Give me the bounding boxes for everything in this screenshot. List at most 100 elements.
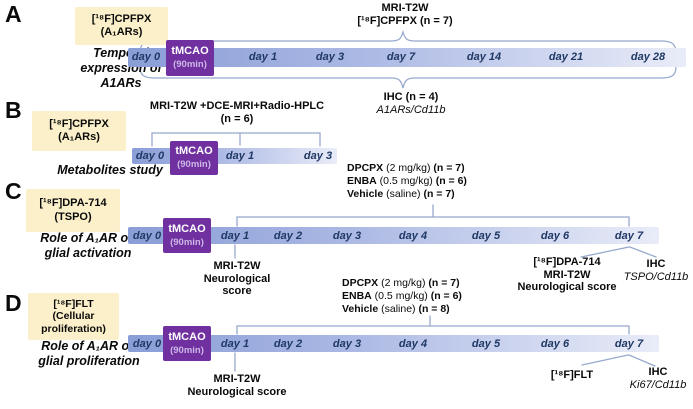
tmcao-d-label: tMCAO xyxy=(168,330,206,343)
day-label: day 2 xyxy=(273,338,303,350)
pet-note-c-line2: MRI-T2W xyxy=(543,268,591,281)
day-label: day 7 xyxy=(614,230,644,242)
day1-note-d-line2: Neurological score xyxy=(187,385,287,398)
day1-note-c-line2: Neurological xyxy=(203,272,271,285)
day-label: day 1 xyxy=(248,51,278,63)
day-label: day 6 xyxy=(540,230,570,242)
day1-note-d-line1: MRI-T2W xyxy=(213,373,261,385)
day-label: day 5 xyxy=(471,230,501,242)
day-label: day 3 xyxy=(303,150,333,162)
day-label: day 14 xyxy=(466,51,502,63)
timeline-bar-a xyxy=(128,48,686,67)
drug-line: ENBA (0.5 mg/kg) (n = 6) xyxy=(342,290,462,303)
day-label: day 0 xyxy=(132,338,162,350)
panel-letter-c: C xyxy=(5,178,22,204)
tracer-c-line1: [¹⁸F]DPA-714 xyxy=(39,197,107,209)
tmcao-c-label: tMCAO xyxy=(168,222,206,235)
caption-c-line2: glial activation xyxy=(44,246,132,260)
tmcao-b-label: tMCAO xyxy=(175,145,213,157)
imaging-label-b: MRI-T2W +DCE-MRI+Radio-HPLC (n = 6) xyxy=(150,100,324,125)
caption-d-line1: Role of A₁AR on xyxy=(41,339,137,353)
bracket-c xyxy=(236,204,630,227)
drug-name: DPCPX xyxy=(342,277,379,289)
drug-n: (n = 7) xyxy=(428,277,460,289)
imaging-label-a: MRI-T2W [¹⁸F]CPFPX (n = 7) xyxy=(357,2,452,27)
drug-dose: (saline) xyxy=(383,188,424,200)
panel-letter-a: A xyxy=(5,1,22,27)
drug-name: Vehicle xyxy=(342,303,379,315)
bracket-d xyxy=(236,315,630,335)
drug-dose: (2 mg/kg) xyxy=(378,277,429,289)
tracer-d-line1: [¹⁸F]FLT xyxy=(53,297,94,310)
panel-letter-d: D xyxy=(5,290,22,316)
ihc-a-line1: IHC (n = 4) xyxy=(383,91,439,103)
day-label: day 4 xyxy=(398,230,428,242)
timeline-bar-d xyxy=(128,335,659,352)
drug-n: (n = 6) xyxy=(430,290,462,302)
drug-n: (n = 6) xyxy=(435,175,467,187)
day-label: day 6 xyxy=(540,338,570,350)
drug-line: DPCPX (2 mg/kg) (n = 7) xyxy=(347,162,467,175)
drug-list-c: DPCPX (2 mg/kg) (n = 7) ENBA (0.5 mg/kg)… xyxy=(347,162,467,201)
day1-note-c-line1: MRI-T2W xyxy=(213,260,261,272)
tracer-b-line1: [¹⁸F]CPFPX xyxy=(49,117,109,130)
day1-note-c-line3: score xyxy=(222,285,252,297)
tracer-a-line1: [¹⁸F]CPFPX xyxy=(91,12,152,25)
tmcao-box-a: tMCAO (90min) xyxy=(166,40,214,76)
drug-line: Vehicle (saline) (n = 8) xyxy=(342,303,462,316)
tmcao-a-label: tMCAO xyxy=(171,45,209,57)
tracer-a-line2: (A₁ARs) xyxy=(100,26,143,38)
drug-dose: (0.5 mg/kg) xyxy=(376,175,436,187)
day-label: day 1 xyxy=(220,230,250,242)
day-label: day 2 xyxy=(273,230,303,242)
ihc-d-line1: IHC xyxy=(648,366,668,378)
day-label: day 3 xyxy=(315,51,345,63)
pet-note-c-line3: Neurological score xyxy=(517,281,617,293)
pet-note-c: [¹⁸F]DPA-714 MRI-T2W Neurological score xyxy=(517,256,616,294)
drug-dose: (saline) xyxy=(378,303,419,315)
drug-dose: (0.5 mg/kg) xyxy=(371,290,431,302)
drug-n: (n = 8) xyxy=(418,303,450,315)
day-label: day 4 xyxy=(398,338,428,350)
tmcao-box-d: tMCAO (90min) xyxy=(163,326,211,361)
tmcao-box-c: tMCAO (90min) xyxy=(163,218,211,253)
tracer-box-d: [¹⁸F]FLT (Cellular proliferation) xyxy=(28,293,119,340)
drug-n: (n = 7) xyxy=(423,188,455,200)
caption-c-line1: Role of A₁AR on xyxy=(40,231,136,245)
day-label: day 1 xyxy=(225,150,255,162)
drug-name: ENBA xyxy=(342,290,372,302)
tracer-c-line2: (TSPO) xyxy=(54,210,92,223)
brace-a-bottom xyxy=(139,66,677,89)
day-label: day 7 xyxy=(614,338,644,350)
day-label: day 0 xyxy=(131,51,161,63)
drug-n: (n = 7) xyxy=(433,162,465,174)
ihc-label-d: IHC Ki67/Cd11b xyxy=(630,366,687,391)
imaging-label-a-line2: [¹⁸F]CPFPX (n = 7) xyxy=(357,14,453,27)
panel-letter-b: B xyxy=(5,97,22,123)
ihc-label-c: IHC TSPO/Cd11b xyxy=(624,258,689,283)
day1-note-d: MRI-T2W Neurological score xyxy=(187,373,286,398)
imaging-label-a-line1: MRI-T2W xyxy=(381,2,429,14)
day-label: day 0 xyxy=(132,230,162,242)
tmcao-box-b: tMCAO (90min) xyxy=(170,141,218,175)
day-label: day 28 xyxy=(630,51,666,63)
tmcao-b-duration: (90min) xyxy=(177,159,211,170)
ihc-c-markers: TSPO/Cd11b xyxy=(623,270,689,283)
caption-b: Metabolites study xyxy=(57,163,163,177)
imaging-label-b-line1: MRI-T2W +DCE-MRI+Radio-HPLC xyxy=(149,100,325,112)
drug-dose: (2 mg/kg) xyxy=(383,162,434,174)
drug-line: DPCPX (2 mg/kg) (n = 7) xyxy=(342,277,462,290)
pet-note-d: [¹⁸F]FLT xyxy=(550,369,594,381)
ihc-c-line1: IHC xyxy=(646,258,666,270)
day-label: day 5 xyxy=(471,338,501,350)
drug-line: Vehicle (saline) (n = 7) xyxy=(347,188,467,201)
tmcao-a-duration: (90min) xyxy=(173,59,207,70)
imaging-label-b-line2: (n = 6) xyxy=(220,112,254,125)
diagonals-d-day7 xyxy=(581,354,656,367)
day-label: day 21 xyxy=(548,51,584,63)
ihc-label-a: IHC (n = 4) A1ARs/Cd11b xyxy=(377,91,446,116)
tracer-b-line2: (A₁ARs) xyxy=(58,131,100,143)
tracer-box-b: [¹⁸F]CPFPX (A₁ARs) xyxy=(32,111,126,151)
tracer-box-c: [¹⁸F]DPA-714 (TSPO) xyxy=(26,189,120,232)
